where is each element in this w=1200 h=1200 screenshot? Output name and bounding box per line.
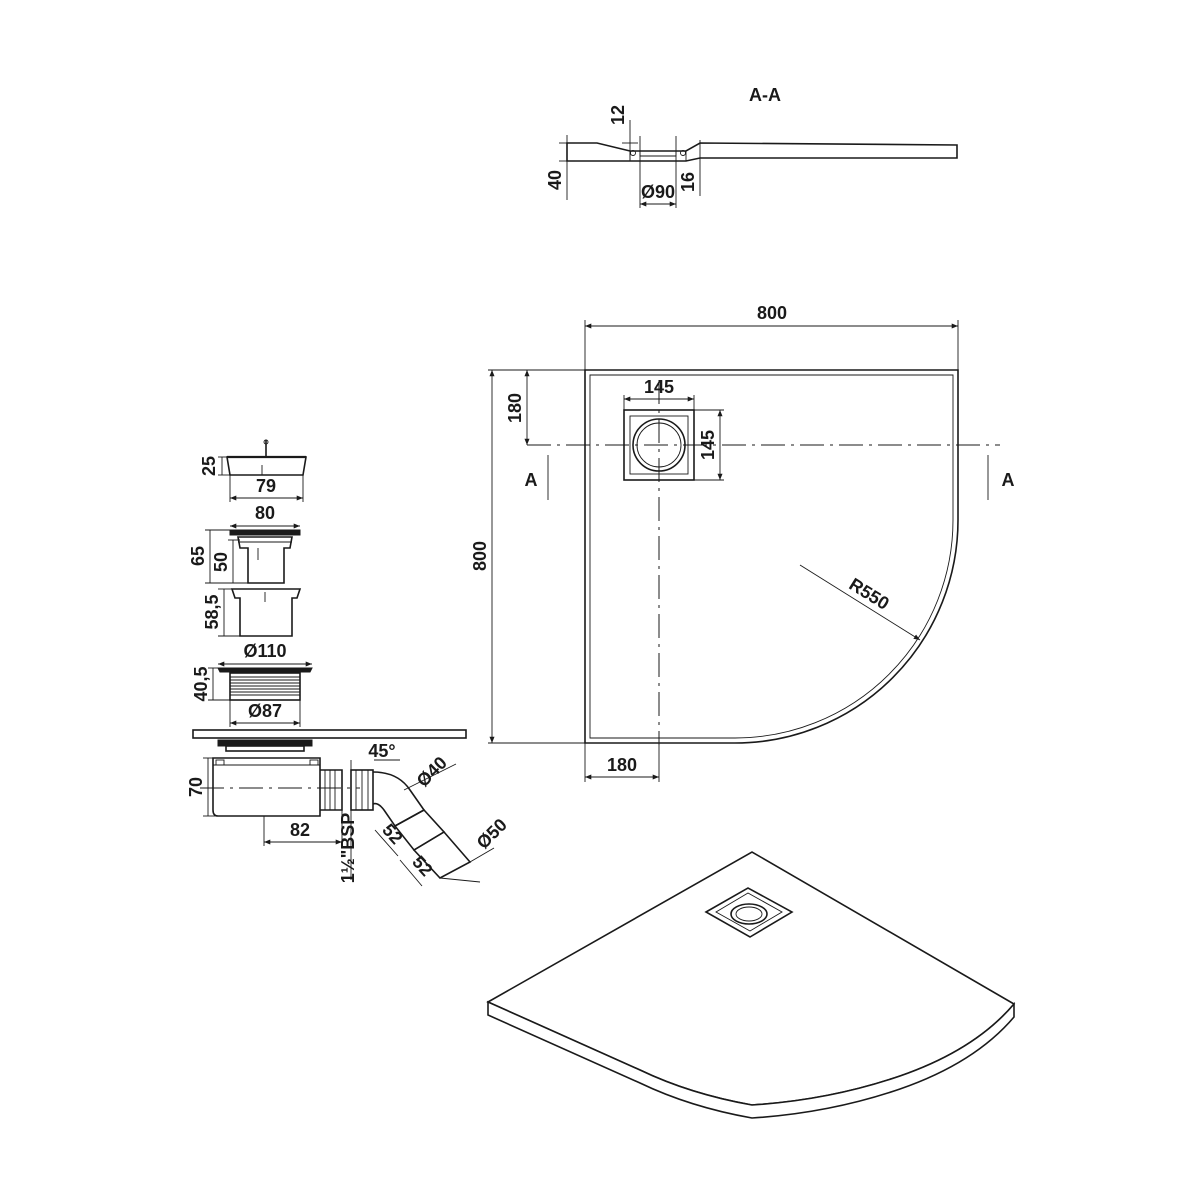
drain-dim-trap-height: 70 bbox=[186, 777, 206, 797]
drain-dim-sleeve-height: 58,5 bbox=[202, 594, 222, 629]
plan-tray-outline bbox=[584, 369, 959, 744]
plan-drain-square bbox=[623, 409, 695, 481]
drain-dim-outlet-dia: Ø50 bbox=[473, 815, 511, 853]
drain-sleeve bbox=[230, 588, 302, 637]
section-tray-profile bbox=[566, 142, 958, 162]
plan-dim-drain-top: 180 bbox=[505, 393, 525, 423]
iso-drain-frame bbox=[704, 887, 794, 938]
drain-dim-thread: 1½"BSP bbox=[338, 813, 358, 884]
drain-dim-inner-height: 50 bbox=[211, 552, 231, 572]
section-dim-40: 40 bbox=[545, 170, 565, 190]
drain-dim-elbow-dia: Ø40 bbox=[413, 753, 451, 791]
drain-dim-elbow-angle: 45° bbox=[368, 741, 395, 761]
drain-dim-cap-width: 79 bbox=[256, 476, 276, 496]
iso-tray-side bbox=[487, 1000, 1015, 1119]
plan-dim-height: 800 bbox=[470, 541, 490, 571]
drain-cap bbox=[226, 456, 307, 476]
plan-dim-drain-h: 145 bbox=[698, 430, 718, 460]
section-view: A-A 40 12 16 Ø90 bbox=[545, 85, 958, 208]
drain-dim-seg2: 52 bbox=[408, 852, 436, 880]
drain-dim-cap-height: 25 bbox=[199, 456, 219, 476]
section-mark-left: A bbox=[525, 470, 538, 490]
drain-body-flange bbox=[217, 667, 313, 673]
drain-grate bbox=[229, 529, 301, 536]
isometric-view bbox=[486, 851, 1016, 1119]
drain-dim-grate-width: 80 bbox=[255, 503, 275, 523]
drain-dim-body-dia: Ø87 bbox=[248, 701, 282, 721]
section-mark-right: A bbox=[1002, 470, 1015, 490]
plan-dim-drain-left: 180 bbox=[607, 755, 637, 775]
drain-tray-slab bbox=[192, 729, 467, 739]
section-dim-12: 12 bbox=[608, 105, 628, 125]
drain-insert bbox=[237, 536, 293, 584]
section-dim-dia90: Ø90 bbox=[641, 182, 675, 202]
drain-body-threaded bbox=[229, 672, 301, 701]
plan-dim-drain-w: 145 bbox=[644, 377, 674, 397]
drain-exploded-view: 25 79 80 65 50 58,5 Ø110 bbox=[186, 439, 511, 887]
drain-dim-flange-dia: Ø110 bbox=[243, 641, 286, 661]
drain-trap bbox=[212, 757, 321, 817]
iso-drain-circle bbox=[730, 903, 768, 925]
drain-dim-body-height: 40,5 bbox=[191, 666, 211, 701]
section-dim-16: 16 bbox=[678, 172, 698, 192]
drain-dim-seg1: 52 bbox=[378, 820, 406, 848]
plan-dim-width: 800 bbox=[757, 303, 787, 323]
plan-drain-circle bbox=[632, 418, 686, 472]
drain-dim-trap-length: 82 bbox=[290, 820, 310, 840]
drain-dim-outer-height: 65 bbox=[188, 546, 208, 566]
plan-tray-inner-edge bbox=[589, 374, 954, 739]
section-title: A-A bbox=[749, 85, 781, 105]
plan-view: 800 800 180 145 145 180 R550 A A bbox=[470, 303, 1015, 782]
